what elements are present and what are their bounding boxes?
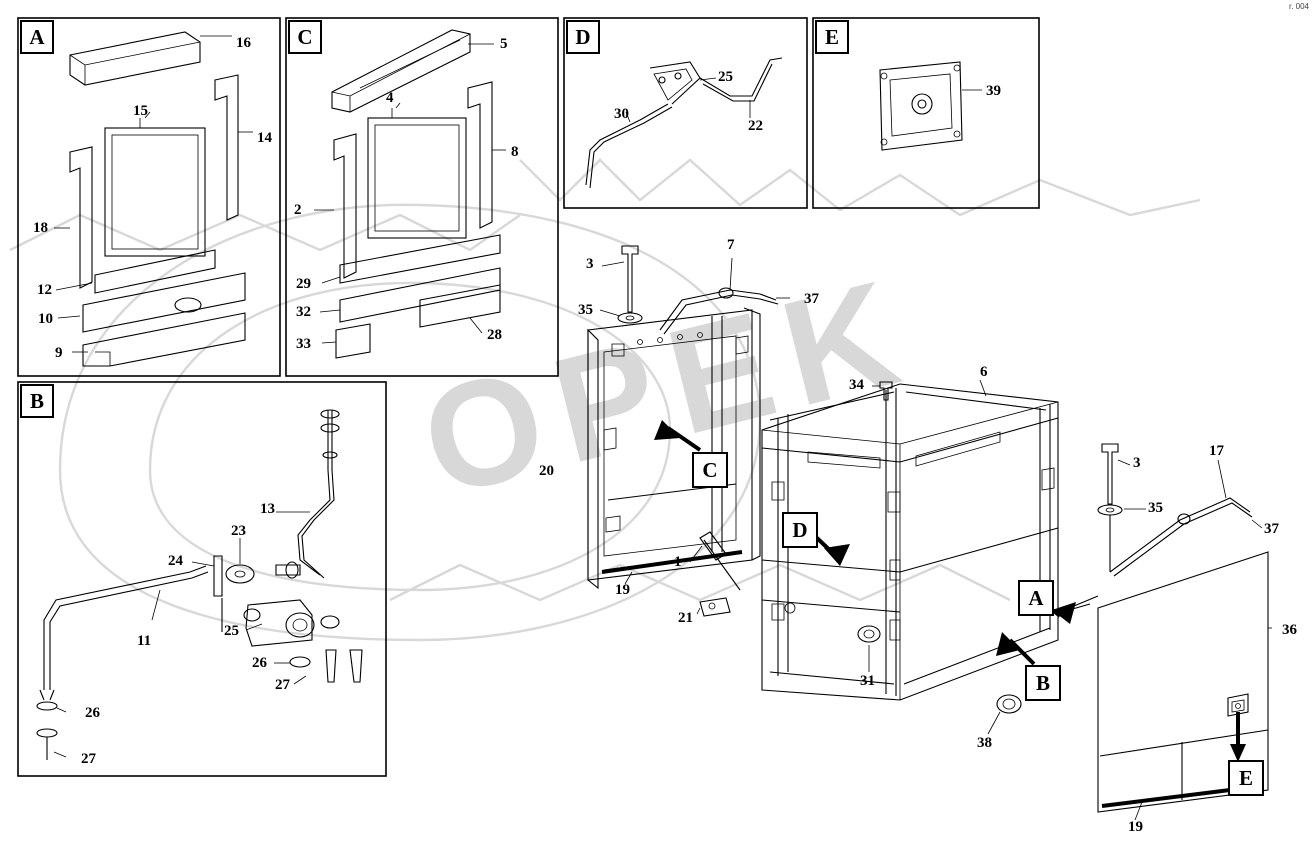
callout-21: 21 <box>678 610 693 626</box>
callout-3-right: 3 <box>1133 455 1141 471</box>
callout-1: 1 <box>674 554 682 570</box>
callout-26-b: 26 <box>252 655 267 671</box>
group-tag-a: A <box>1018 580 1054 616</box>
group-tag-d: D <box>782 512 818 548</box>
callout-18: 18 <box>33 220 48 236</box>
callout-23: 23 <box>231 523 246 539</box>
group-label-e: E <box>815 20 849 54</box>
callout-4: 4 <box>386 90 394 106</box>
callout-2: 2 <box>294 202 302 218</box>
callout-32: 32 <box>296 304 311 320</box>
group-tag-b: B <box>1025 665 1061 701</box>
callout-3-left: 3 <box>586 256 594 272</box>
callout-5: 5 <box>500 36 508 52</box>
callout-7: 7 <box>727 237 735 253</box>
callout-33: 33 <box>296 336 311 352</box>
callout-8: 8 <box>511 144 519 160</box>
callout-22: 22 <box>748 118 763 134</box>
callout-29: 29 <box>296 276 311 292</box>
callout-28: 28 <box>487 327 502 343</box>
group-label-d: D <box>566 20 600 54</box>
callout-20: 20 <box>539 463 554 479</box>
callout-36: 36 <box>1282 622 1297 638</box>
callout-38: 38 <box>977 735 992 751</box>
callout-30: 30 <box>614 106 629 122</box>
callout-27-bottom: 27 <box>81 751 96 767</box>
callout-31: 31 <box>860 673 875 689</box>
group-tag-e: E <box>1228 760 1264 796</box>
group-label-c: C <box>288 20 322 54</box>
callout-34: 34 <box>849 377 864 393</box>
group-box-b-frame <box>17 381 387 777</box>
group-label-a: A <box>20 20 54 54</box>
group-box-d-frame <box>563 17 808 209</box>
callout-12: 12 <box>37 282 52 298</box>
callout-11: 11 <box>137 633 152 649</box>
callout-24: 24 <box>168 553 183 569</box>
watermark-outline <box>9 158 1201 642</box>
callout-35-right: 35 <box>1148 500 1163 516</box>
callout-13: 13 <box>260 501 275 517</box>
callout-17: 17 <box>1209 443 1224 459</box>
callout-25-d: 25 <box>718 69 733 85</box>
group-box-c-frame <box>285 17 559 377</box>
group-tag-c: C <box>692 452 728 488</box>
callout-6: 6 <box>980 364 988 380</box>
group-box-e-frame <box>812 17 1040 209</box>
corner-note: r. 004 <box>1288 2 1309 11</box>
callout-26-bottom: 26 <box>85 705 100 721</box>
callout-19-right: 19 <box>1128 819 1143 835</box>
callout-15: 15 <box>133 103 148 119</box>
callout-35-left: 35 <box>578 302 593 318</box>
callout-9: 9 <box>55 345 63 361</box>
callout-25-b: 25 <box>224 623 239 639</box>
callout-19-left: 19 <box>615 582 630 598</box>
callout-14: 14 <box>257 130 272 146</box>
group-box-a-frame <box>17 17 281 377</box>
callout-39: 39 <box>986 83 1001 99</box>
callout-27-b: 27 <box>275 677 290 693</box>
callout-16: 16 <box>236 35 251 51</box>
callout-37-left: 37 <box>804 291 819 307</box>
main-frame-left <box>587 245 790 617</box>
callout-10: 10 <box>38 311 53 327</box>
callout-37-right: 37 <box>1264 521 1279 537</box>
group-label-b: B <box>20 384 54 418</box>
main-frame-right <box>761 379 1059 735</box>
group-tag-leaders <box>654 420 1246 762</box>
